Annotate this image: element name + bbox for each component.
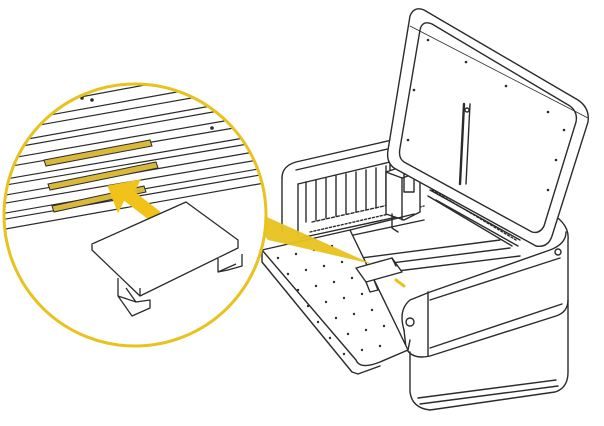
machine-body: [281, 139, 569, 358]
cavity-back-wall: [297, 161, 391, 237]
small-bracket: [355, 257, 403, 293]
machine-base: [409, 299, 569, 411]
magnify-beam: [240, 205, 372, 264]
zoomed-bracket: [91, 201, 243, 317]
insert-marker: [394, 278, 406, 288]
lid-screws: [406, 38, 566, 192]
machine-lid: [386, 8, 589, 247]
honeycomb-tray: [261, 213, 415, 375]
magnified-callout: [2, 82, 268, 348]
laser-engraver: [261, 8, 589, 411]
